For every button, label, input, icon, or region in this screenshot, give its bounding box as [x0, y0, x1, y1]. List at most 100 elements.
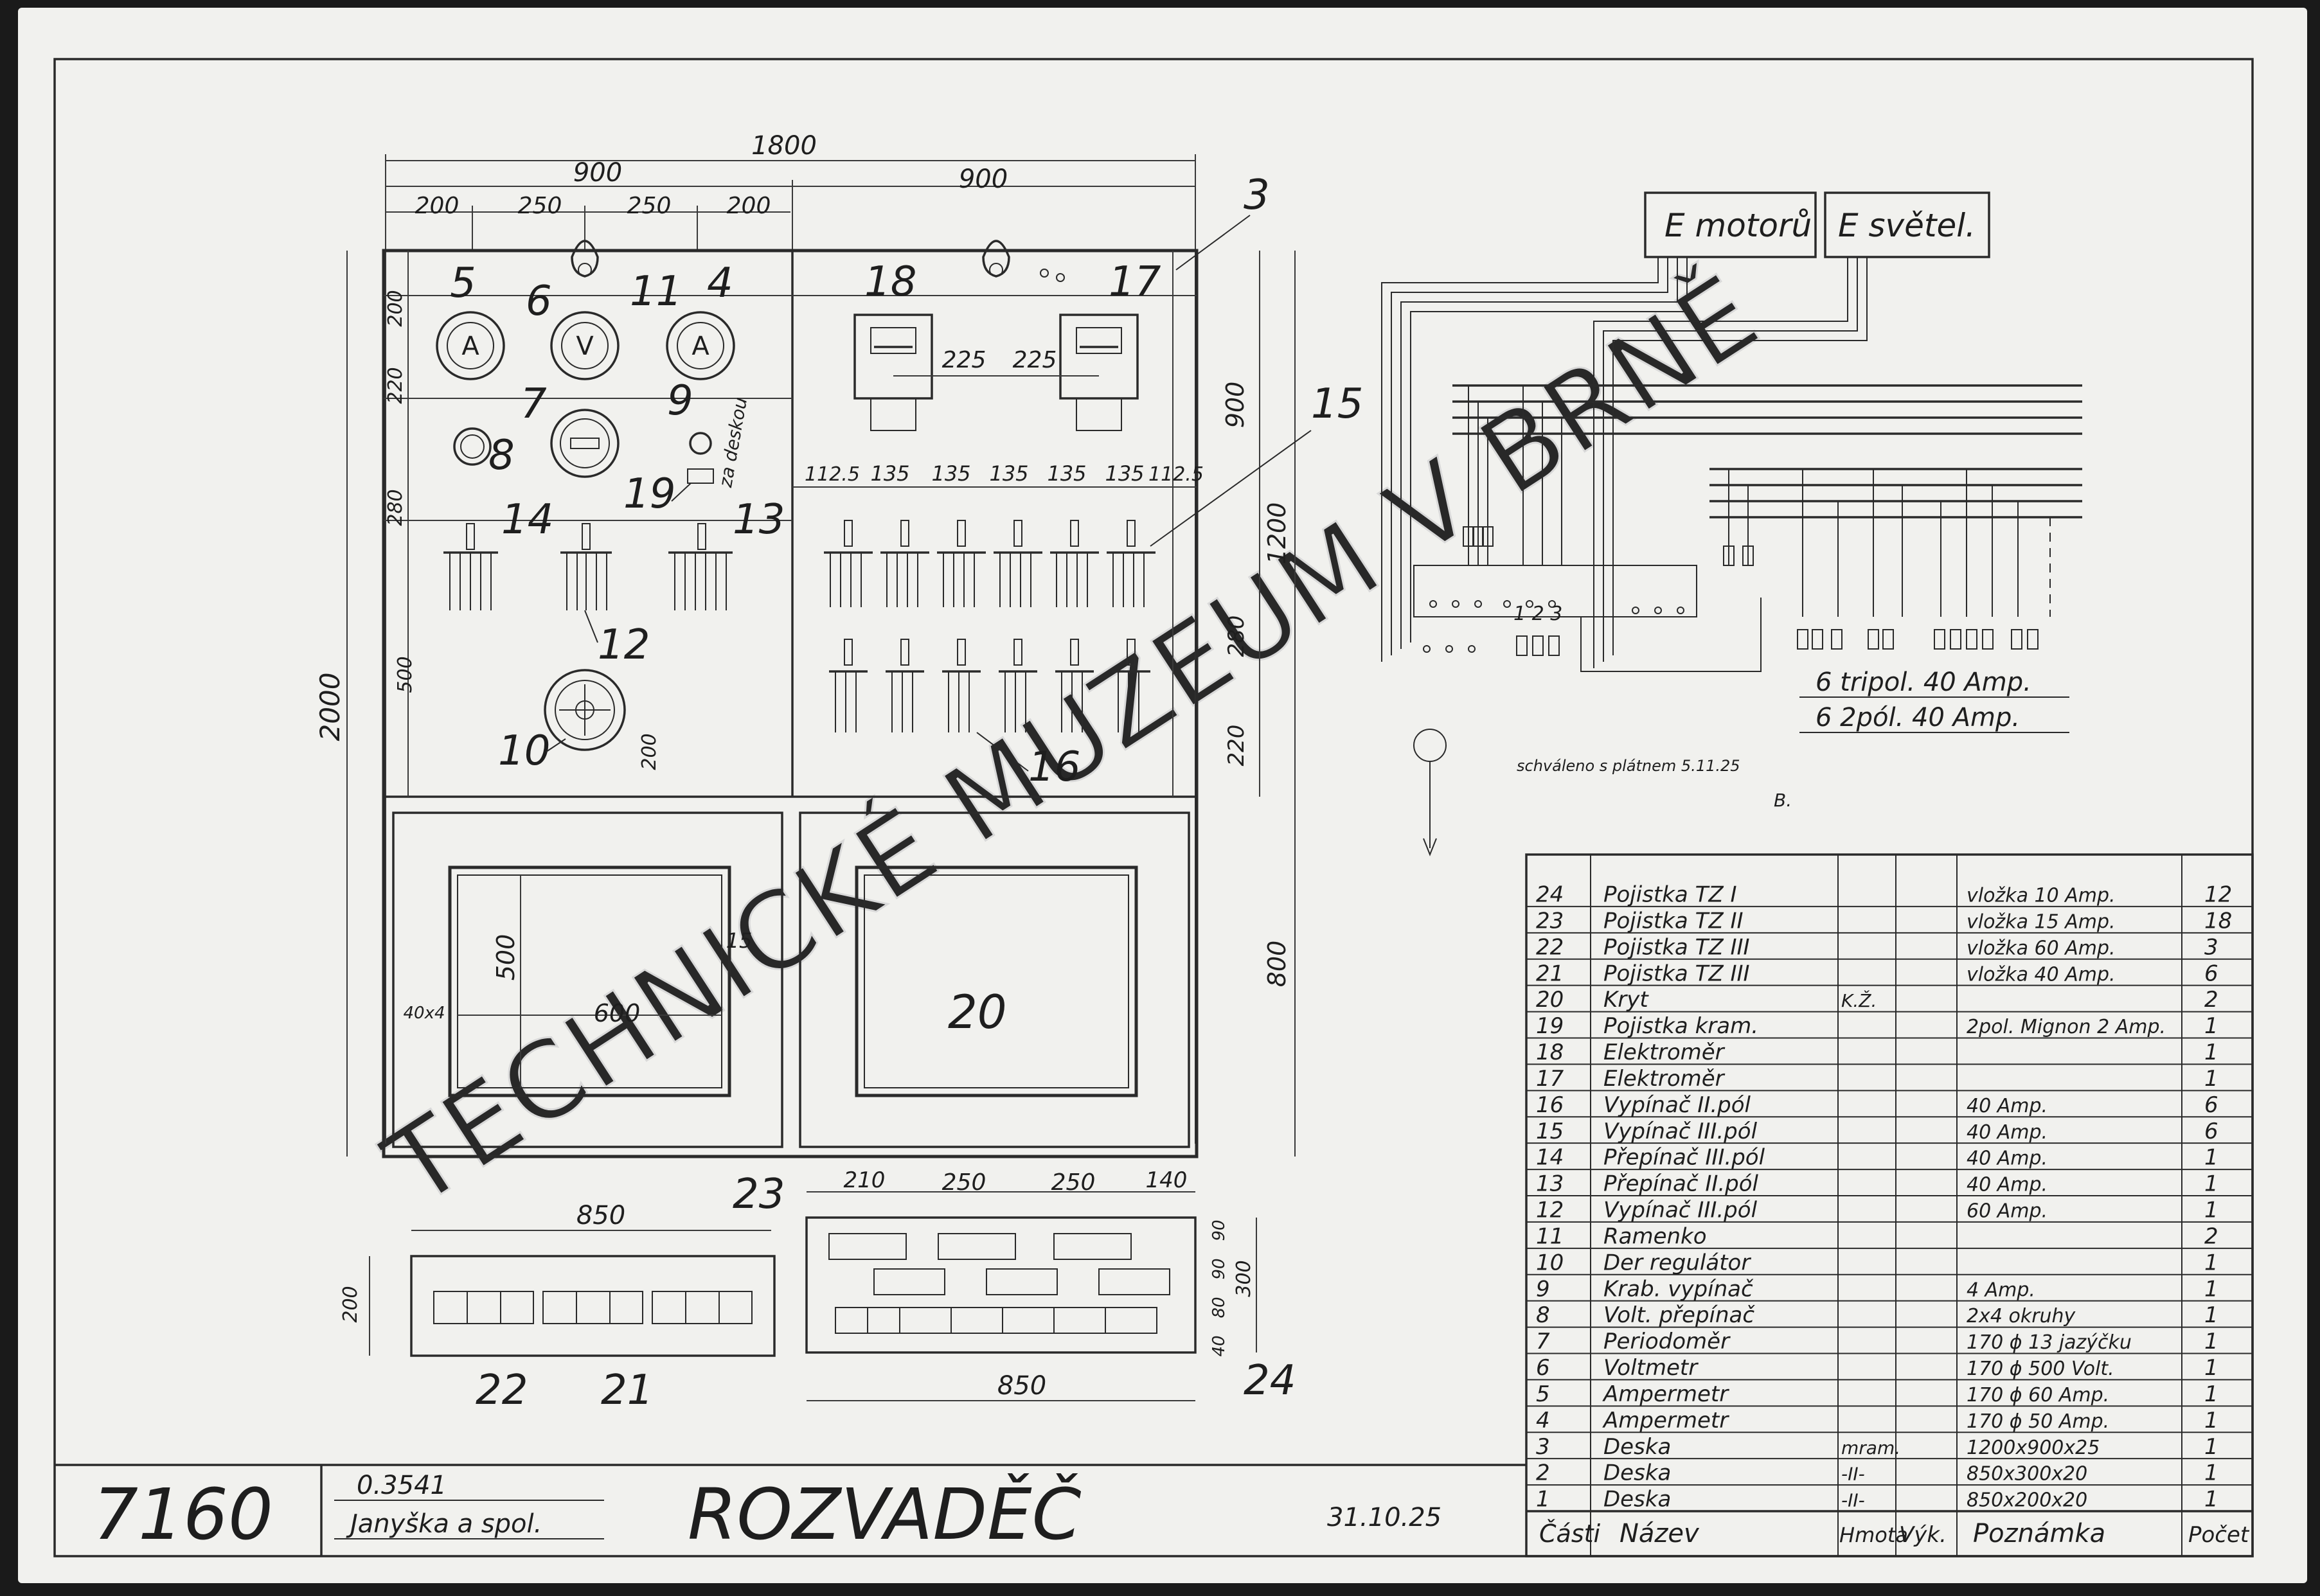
row-note: 1200x900x25 — [1967, 1437, 2100, 1459]
switch-13 — [668, 523, 733, 610]
electricity-meter-18 — [853, 314, 933, 431]
callout-9: 9 — [667, 377, 693, 425]
row-count: 6 — [2204, 1092, 2218, 1118]
row-note: 850x200x20 — [1967, 1489, 2087, 1512]
row-name: Elektroměr — [1603, 1066, 1726, 1092]
row-number: 19 — [1536, 1013, 1564, 1039]
dim-left-500: 500 — [394, 656, 416, 693]
callout-22: 22 — [476, 1367, 528, 1414]
row-name: Pojistka TZ III — [1603, 961, 1750, 986]
callout-20: 20 — [948, 985, 1007, 1039]
row-note: 170 ϕ 13 jazýčku — [1967, 1331, 2132, 1354]
callout-21: 21 — [601, 1367, 653, 1414]
row-note: 4 Amp. — [1967, 1279, 2035, 1301]
ammeter-left: A — [436, 311, 505, 380]
dim-850-a: 850 — [576, 1201, 625, 1230]
dim-112-b: 112.5 — [1148, 463, 1204, 486]
row-number: 6 — [1536, 1355, 1550, 1381]
dim-40: 40 — [1209, 1335, 1229, 1356]
schematic-note-1: 6 tripol. 40 Amp. — [1816, 668, 2031, 697]
row-note: 170 ϕ 60 Amp. — [1967, 1384, 2109, 1406]
row-number: 13 — [1536, 1171, 1564, 1197]
row-note: 60 Amp. — [1967, 1200, 2048, 1223]
row-number: 11 — [1536, 1223, 1564, 1249]
dim-right-900: 900 — [1221, 382, 1249, 429]
callout-18: 18 — [864, 258, 916, 306]
callout-13: 13 — [733, 496, 785, 544]
dim-225-a: 225 — [942, 347, 986, 373]
row-count: 1 — [2204, 1276, 2218, 1302]
row-count: 6 — [2204, 961, 2218, 986]
dim-left-200b: 200 — [638, 733, 661, 770]
callout-14: 14 — [501, 496, 553, 544]
dim-right-280: 280 — [1224, 616, 1249, 657]
row-name: Voltmetr — [1603, 1355, 1699, 1381]
row-note: vložka 15 Amp. — [1967, 910, 2116, 933]
row-name: Pojistka TZ III — [1603, 934, 1750, 960]
dim-80: 80 — [1209, 1297, 1229, 1318]
row-note: vložka 10 Amp. — [1967, 885, 2116, 907]
row-name: Přepínač III.pól — [1603, 1145, 1765, 1171]
dim-300: 300 — [1233, 1260, 1255, 1297]
callout-15: 15 — [1311, 380, 1363, 428]
regulator-10 — [544, 669, 626, 751]
dim-left-200: 200 — [384, 290, 407, 326]
table-header: Části Název Hmota Výk. Poznámka Počet — [1539, 1519, 2250, 1548]
row-note: 170 ϕ 500 Volt. — [1967, 1358, 2114, 1380]
volt-switch-8 — [453, 427, 492, 466]
lamp-left — [571, 240, 599, 278]
row-number: 1 — [1536, 1487, 1550, 1512]
dim-90b: 90 — [1209, 1258, 1229, 1279]
header-count: Počet — [2188, 1522, 2250, 1548]
drawing-title: ROZVADĚČ — [688, 1473, 1082, 1556]
row-number: 15 — [1536, 1119, 1564, 1144]
row-number: 22 — [1536, 934, 1564, 960]
dim-right-220: 220 — [1224, 725, 1249, 767]
dim-15: 15 — [726, 928, 753, 953]
switch-row-16 — [829, 639, 1150, 732]
callout-24: 24 — [1244, 1357, 1296, 1405]
row-name: Přepínač II.pól — [1603, 1171, 1759, 1197]
dim-200-a: 200 — [415, 193, 460, 219]
row-name: Vypínač III.pól — [1603, 1119, 1758, 1144]
row-material: -II- — [1841, 1490, 1865, 1511]
dim-210: 210 — [844, 1167, 886, 1193]
row-number: 16 — [1536, 1092, 1564, 1118]
dim-250-d: 250 — [1051, 1169, 1096, 1196]
callout-6: 6 — [526, 278, 552, 325]
drawing-number: 7160 — [93, 1473, 273, 1556]
voltmeter-symbol: V — [576, 332, 594, 361]
row-count: 1 — [2204, 1329, 2218, 1354]
dim-135-e: 135 — [1105, 461, 1144, 486]
row-note: 40 Amp. — [1967, 1121, 2048, 1144]
row-name: Elektroměr — [1603, 1040, 1726, 1065]
switch-14 — [443, 523, 498, 610]
row-name: Ampermetr — [1602, 1408, 1729, 1433]
dim-140: 140 — [1146, 1167, 1188, 1193]
row-count: 2 — [2204, 1223, 2218, 1249]
dim-135-d: 135 — [1047, 461, 1086, 486]
ammeter-right-symbol: A — [692, 332, 709, 361]
row-count: 1 — [2204, 1302, 2218, 1328]
row-number: 2 — [1536, 1460, 1550, 1486]
row-note: 170 ϕ 50 Amp. — [1967, 1410, 2109, 1433]
frequency-meter-7 — [550, 409, 620, 478]
callout-23: 23 — [733, 1171, 785, 1218]
row-count: 1 — [2204, 1381, 2218, 1407]
light-meter-box — [1824, 191, 1990, 258]
light-box-label: E světel. — [1838, 207, 1976, 244]
marble-board — [382, 249, 1198, 798]
row-name: Der regulátor — [1603, 1250, 1751, 1275]
callout-8: 8 — [488, 432, 515, 479]
row-number: 8 — [1536, 1302, 1550, 1328]
ammeter-right: A — [666, 311, 735, 380]
row-material: K.Ž. — [1841, 989, 1877, 1011]
row-number: 4 — [1536, 1408, 1550, 1433]
dim-900-left: 900 — [573, 158, 622, 188]
row-note: vložka 40 Amp. — [1967, 963, 2116, 986]
dim-1800: 1800 — [751, 131, 817, 161]
dim-2000: 2000 — [314, 673, 346, 741]
